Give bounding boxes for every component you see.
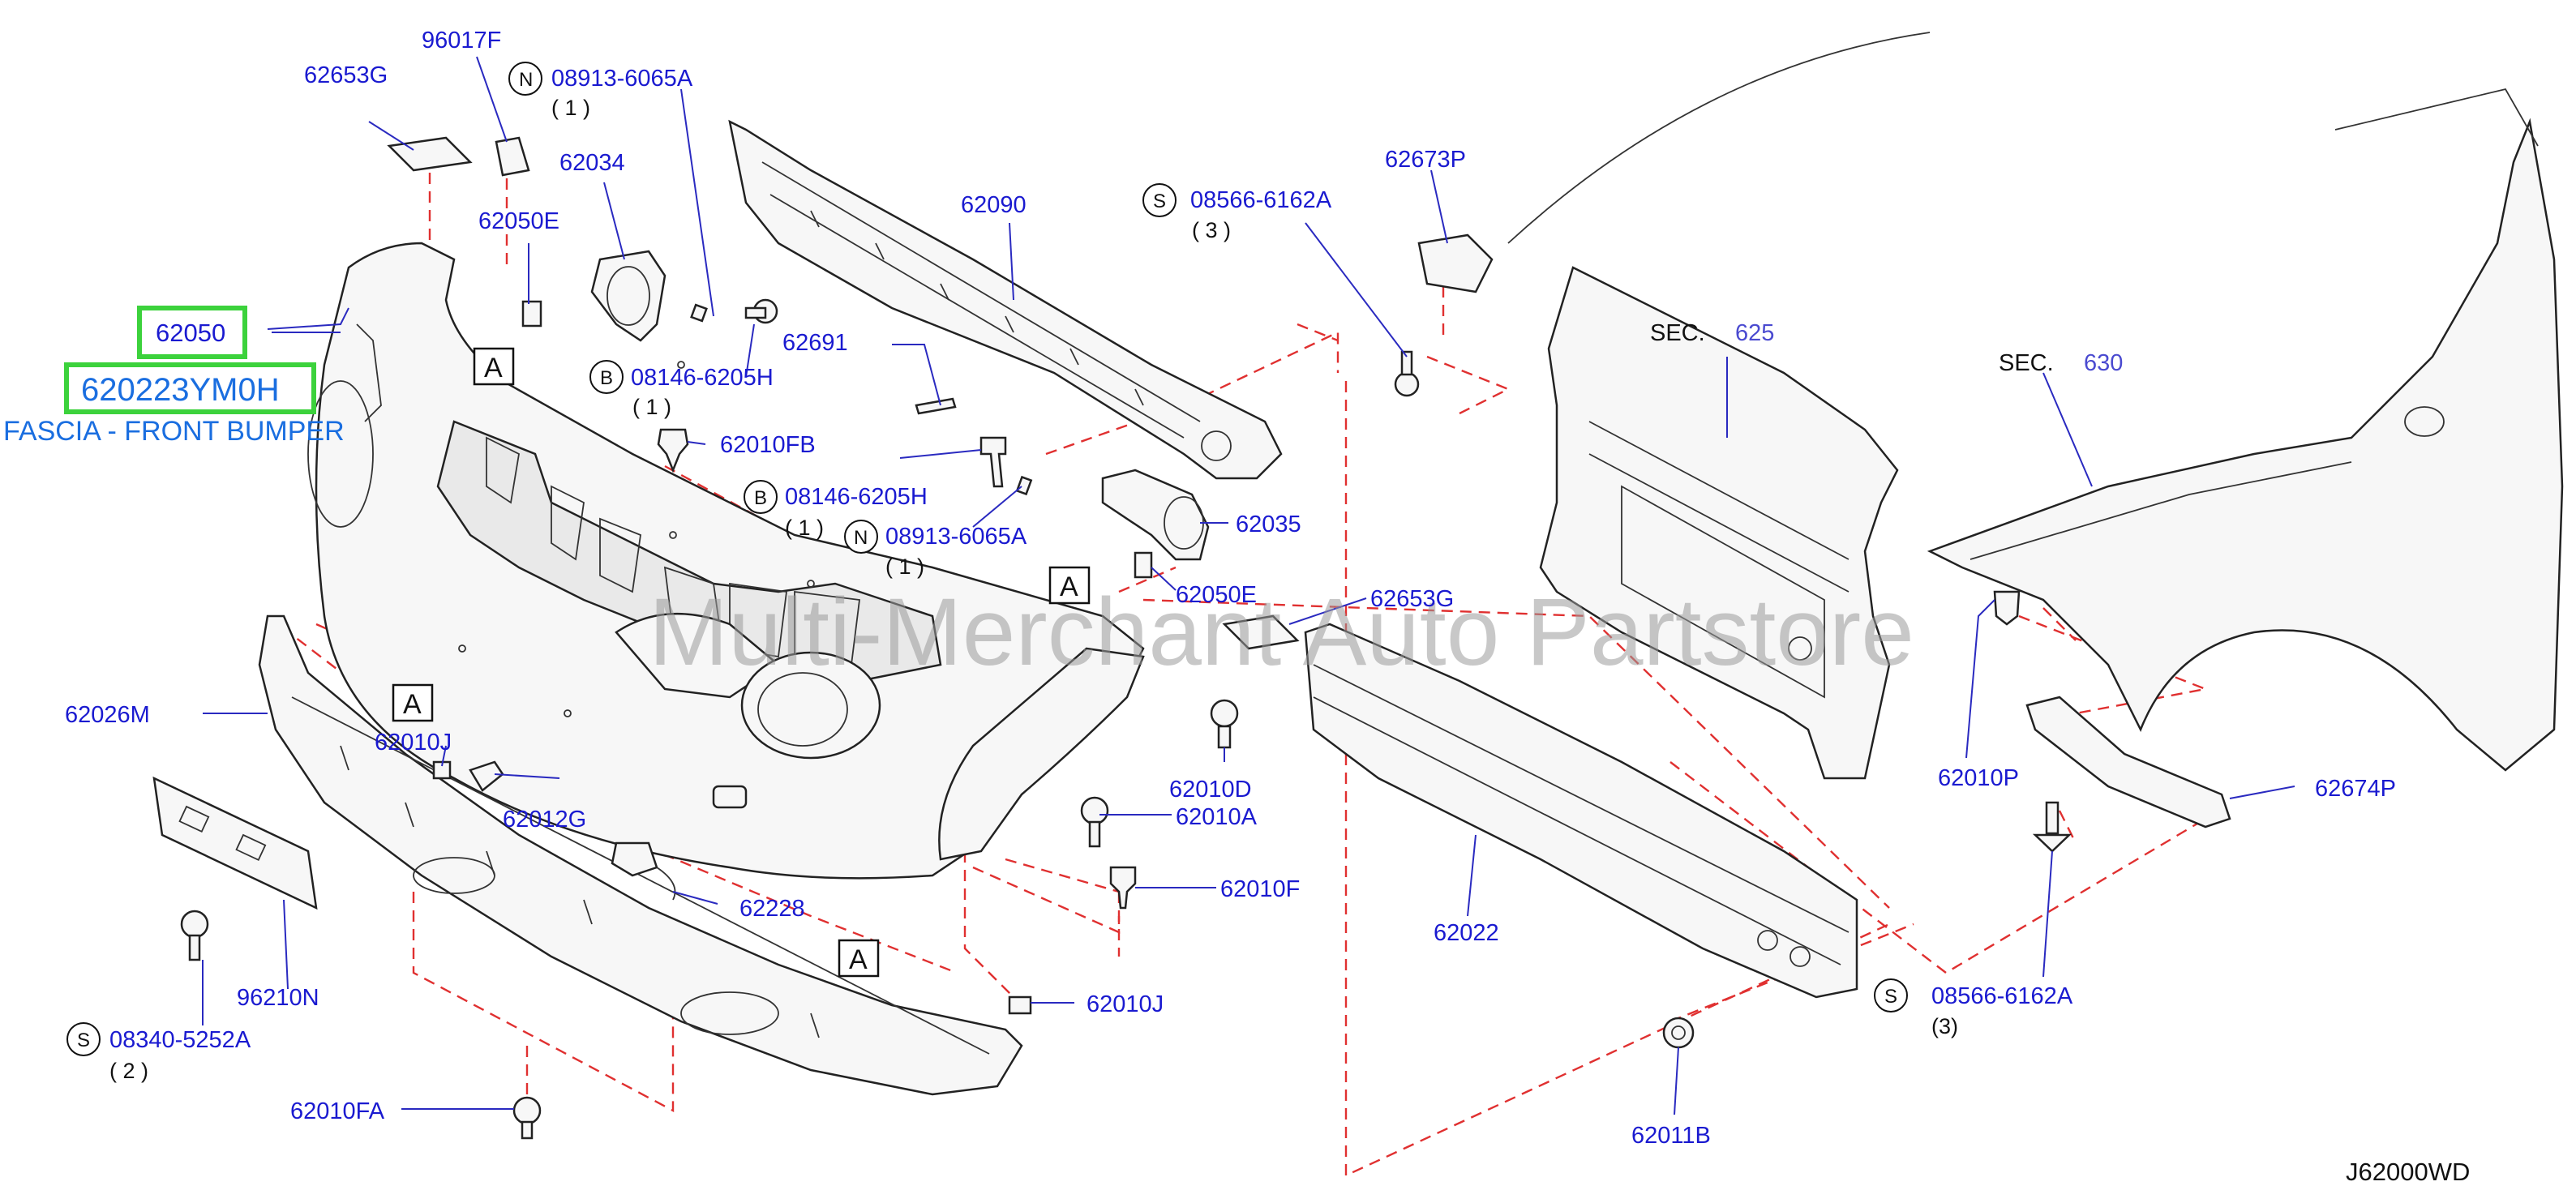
svg-text:A: A [849, 944, 868, 975]
part-qty: ( 1 ) [885, 554, 924, 579]
section-prefix: SEC. [1650, 320, 1705, 346]
part-label-96017f[interactable]: 96017F [422, 28, 501, 54]
prefix-b-icon: B [600, 367, 613, 389]
part-label-62011b[interactable]: 62011B [1631, 1123, 1711, 1149]
part-label-08340-5252a[interactable]: 08340-5252A [109, 1027, 251, 1053]
bumper-reinforcement [1304, 623, 1858, 999]
callout-a-box[interactable]: A [392, 683, 434, 722]
part-label-62090[interactable]: 62090 [961, 192, 1027, 218]
part-qty: (3) [1931, 1014, 1958, 1038]
diagram-code: J62000WD [2346, 1158, 2470, 1186]
prefix-s-icon: S [1884, 986, 1897, 1008]
svg-text:A: A [484, 353, 503, 383]
svg-text:A: A [403, 689, 422, 720]
part-label-62228[interactable]: 62228 [739, 896, 805, 922]
catalog-number-highlight-box [64, 362, 316, 414]
part-label-62010fb[interactable]: 62010FB [720, 432, 816, 458]
part-label-62050e[interactable]: 62050E [1176, 582, 1257, 608]
part-label-62010d[interactable]: 62010D [1169, 777, 1252, 803]
part-label-62010j[interactable]: 62010J [1087, 991, 1164, 1017]
highlighted-part-number[interactable]: 62050 [156, 319, 225, 347]
prefix-s-icon: S [1153, 191, 1166, 212]
part-prefix-circles: N B B N S S S [66, 62, 1908, 1056]
part-label-96210n[interactable]: 96210N [237, 985, 319, 1011]
callout-a-box[interactable]: A [838, 939, 880, 978]
part-label-62010a[interactable]: 62010A [1176, 804, 1258, 830]
prefix-n-icon: N [854, 527, 868, 549]
upper-energy-absorber [728, 119, 1283, 480]
license-plate-bracket [152, 776, 318, 910]
part-label-62026m[interactable]: 62026M [65, 702, 150, 728]
part-qty: ( 1 ) [632, 395, 671, 419]
part-label-08566-6162a[interactable]: 08566-6162A [1931, 983, 2073, 1009]
callout-a-box[interactable]: A [473, 347, 515, 386]
section-number-630[interactable]: 630 [2084, 350, 2123, 376]
watermark-text: Multi-Merchant Auto Partstore [649, 579, 1914, 686]
part-number-highlight-box [137, 306, 247, 359]
front-bumper-fascia [307, 242, 1145, 880]
callout-a-box[interactable]: A [1048, 566, 1091, 605]
part-label-62673p[interactable]: 62673P [1385, 147, 1466, 173]
small-parts [180, 136, 2072, 1140]
highlighted-catalog-number[interactable]: 620223YM0H [81, 372, 280, 408]
svg-text:A: A [1060, 572, 1078, 602]
part-label-62010fa[interactable]: 62010FA [290, 1098, 385, 1124]
part-qty: ( 2 ) [109, 1059, 148, 1083]
part-label-62653g[interactable]: 62653G [304, 62, 388, 88]
front-fender [1507, 32, 2564, 772]
part-label-08146-6205h[interactable]: 08146-6205H [785, 484, 928, 510]
leader-lines [202, 56, 2295, 1115]
callout-boxes: A A A A [392, 347, 1091, 978]
part-label-62010p[interactable]: 62010P [1938, 765, 2019, 791]
part-labels: 96017F 62653G 08913-6065A ( 1 ) 62034 62… [65, 28, 2396, 1149]
radiator-core-support [1539, 266, 1899, 780]
part-label-08566-6162a[interactable]: 08566-6162A [1190, 187, 1332, 213]
section-number-625[interactable]: 625 [1735, 320, 1774, 346]
section-references: SEC. 625 SEC. 630 [1650, 320, 2123, 376]
highlighted-part-description: FASCIA - FRONT BUMPER [3, 416, 345, 447]
lower-bumper-bracket [258, 614, 1023, 1096]
part-label-08146-6205h[interactable]: 08146-6205H [631, 365, 774, 391]
highlighted-part-info: 62050 620223YM0H FASCIA - FRONT BUMPER [3, 306, 345, 447]
side-brackets [1417, 233, 2231, 828]
part-label-62050e[interactable]: 62050E [478, 208, 559, 234]
part-qty: ( 3 ) [1192, 218, 1231, 242]
part-label-62034[interactable]: 62034 [559, 150, 625, 176]
part-label-62691[interactable]: 62691 [782, 330, 848, 356]
prefix-n-icon: N [519, 69, 533, 91]
prefix-s-icon: S [77, 1030, 90, 1051]
section-prefix: SEC. [1999, 350, 2054, 376]
part-label-62012g[interactable]: 62012G [503, 807, 586, 833]
part-qty: ( 1 ) [785, 516, 824, 540]
part-label-62035[interactable]: 62035 [1236, 512, 1301, 537]
prefix-b-icon: B [754, 487, 767, 509]
part-label-62653g[interactable]: 62653G [1370, 586, 1454, 612]
part-label-62010f[interactable]: 62010F [1220, 876, 1300, 902]
part-label-08913-6065a[interactable]: 08913-6065A [551, 66, 693, 92]
part-label-08913-6065a[interactable]: 08913-6065A [885, 524, 1027, 550]
part-label-62022[interactable]: 62022 [1434, 920, 1499, 946]
part-label-62010j[interactable]: 62010J [375, 730, 452, 756]
part-label-62674p[interactable]: 62674P [2315, 776, 2396, 802]
part-qty: ( 1 ) [551, 96, 590, 120]
